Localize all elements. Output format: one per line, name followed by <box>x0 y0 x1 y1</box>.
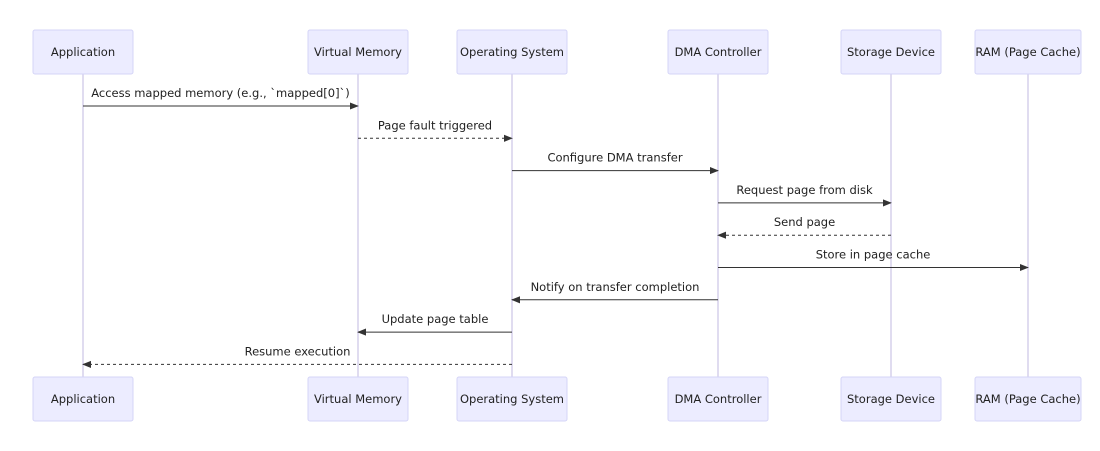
participant-label: Storage Device <box>847 45 935 59</box>
message-4: Send page <box>717 215 891 239</box>
message-label: Resume execution <box>245 344 351 358</box>
message-label: Page fault triggered <box>378 118 492 132</box>
participant-os-bottom: Operating System <box>456 376 568 422</box>
message-3: Request page from disk <box>718 183 892 207</box>
participant-vm-bottom: Virtual Memory <box>307 376 409 422</box>
message-6: Notify on transfer completion <box>511 280 718 304</box>
participant-box <box>840 29 942 75</box>
message-label: Send page <box>774 215 835 229</box>
participant-box <box>307 376 409 422</box>
participant-app-top: Application <box>32 29 134 75</box>
message-2: Configure DMA transfer <box>512 151 719 175</box>
participant-label: RAM (Page Cache) <box>975 45 1080 59</box>
participant-box <box>840 376 942 422</box>
participant-dma-top: DMA Controller <box>667 29 769 75</box>
participant-label: DMA Controller <box>675 45 762 59</box>
participant-box <box>456 376 568 422</box>
participant-box <box>667 376 769 422</box>
participant-os-top: Operating System <box>456 29 568 75</box>
message-label: Configure DMA transfer <box>547 151 682 165</box>
participant-box <box>456 29 568 75</box>
participant-dma-bottom: DMA Controller <box>667 376 769 422</box>
participant-app-bottom: Application <box>32 376 134 422</box>
participant-box <box>307 29 409 75</box>
message-0: Access mapped memory (e.g., `mapped[0]`) <box>83 86 359 110</box>
message-1: Page fault triggered <box>358 118 513 142</box>
message-label: Request page from disk <box>736 183 873 197</box>
participant-storage-bottom: Storage Device <box>840 376 942 422</box>
participant-ram-bottom: RAM (Page Cache) <box>974 376 1082 422</box>
message-label: Notify on transfer completion <box>531 280 700 294</box>
participant-label: Operating System <box>460 392 564 406</box>
messages: Access mapped memory (e.g., `mapped[0]`)… <box>82 86 1029 368</box>
participant-label: Application <box>51 392 115 406</box>
participant-label: Operating System <box>460 45 564 59</box>
message-8: Resume execution <box>82 344 512 368</box>
participant-box <box>32 29 134 75</box>
participant-label: Application <box>51 45 115 59</box>
participant-box <box>974 29 1082 75</box>
participant-label: Virtual Memory <box>314 45 402 59</box>
message-label: Update page table <box>382 312 489 326</box>
participant-ram-top: RAM (Page Cache) <box>974 29 1082 75</box>
message-label: Access mapped memory (e.g., `mapped[0]`) <box>91 86 350 100</box>
participant-storage-top: Storage Device <box>840 29 942 75</box>
participant-label: Virtual Memory <box>314 392 402 406</box>
lifelines <box>82 74 1029 377</box>
message-5: Store in page cache <box>718 248 1029 272</box>
participant-box <box>32 376 134 422</box>
participant-label: RAM (Page Cache) <box>975 392 1080 406</box>
message-7: Update page table <box>357 312 512 336</box>
participant-label: DMA Controller <box>675 392 762 406</box>
participant-box <box>667 29 769 75</box>
participant-box <box>974 376 1082 422</box>
participant-vm-top: Virtual Memory <box>307 29 409 75</box>
participant-label: Storage Device <box>847 392 935 406</box>
message-label: Store in page cache <box>816 248 931 262</box>
